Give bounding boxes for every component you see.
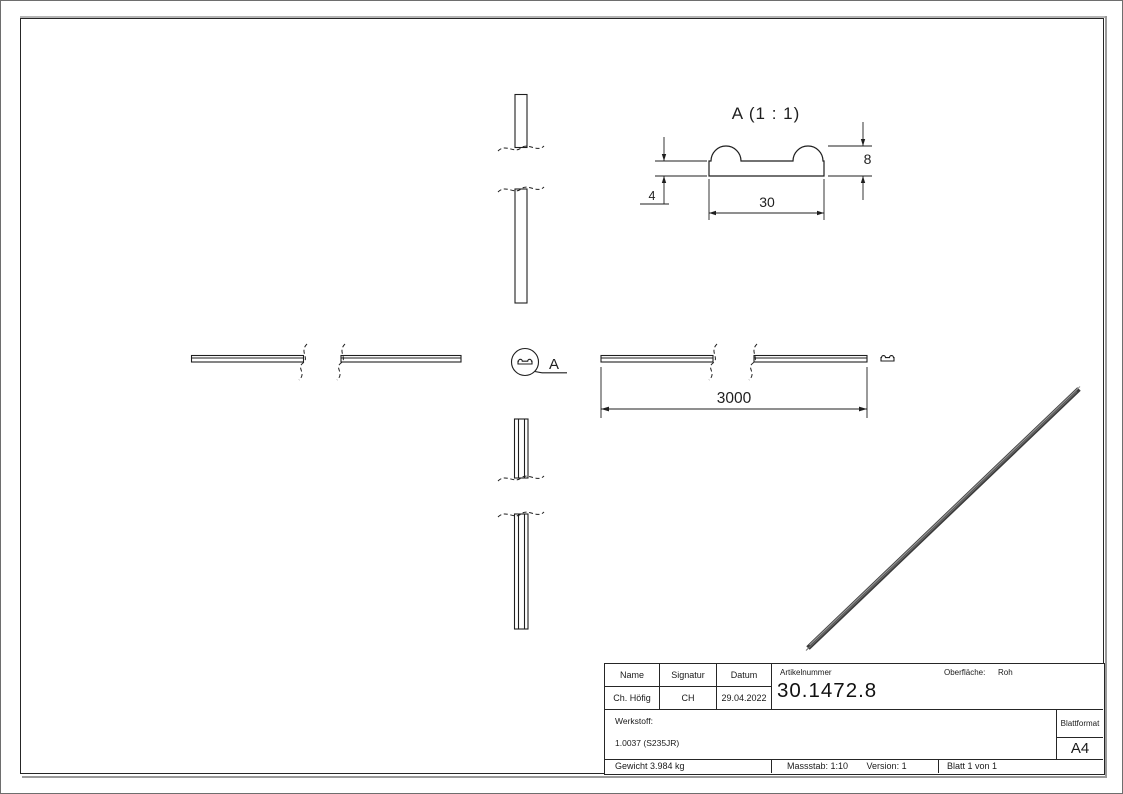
artikelnummer-cell: Artikelnummer 30.1472.8 Oberfläche: Roh bbox=[772, 664, 1103, 710]
dim-8-text: 8 bbox=[864, 151, 872, 167]
front-view-left bbox=[190, 343, 462, 381]
dim-30-text: 30 bbox=[759, 194, 775, 210]
dim-4-text: 4 bbox=[649, 189, 656, 203]
version-value: Version: 1 bbox=[866, 761, 907, 771]
blatt-cell: Blatt 1 von 1 bbox=[947, 761, 998, 771]
blattformat-label: Blattformat bbox=[1057, 710, 1103, 738]
side-view-bottom bbox=[497, 418, 545, 630]
massstab-value: Massstab: 1:10 bbox=[787, 761, 849, 771]
detail-view bbox=[640, 122, 872, 220]
frame-shadow-bottom bbox=[22, 776, 1107, 778]
end-profile-glyph bbox=[880, 355, 895, 362]
front-view-right bbox=[600, 343, 895, 418]
gewicht-cell: Gewicht 3.984 kg bbox=[605, 760, 772, 773]
detail-title: A (1 : 1) bbox=[732, 104, 801, 123]
artikelnummer-label: Artikelnummer bbox=[780, 668, 832, 677]
break-line bbox=[497, 475, 545, 482]
break-line bbox=[497, 186, 545, 193]
header-name: Name bbox=[605, 664, 660, 687]
break-line bbox=[497, 511, 545, 518]
drawing-frame bbox=[20, 18, 1104, 774]
title-block: Name Signatur Datum Ch. Höfig CH 29.04.2… bbox=[604, 663, 1105, 775]
blattformat-value: A4 bbox=[1057, 738, 1103, 760]
dim-3000-text: 3000 bbox=[717, 390, 752, 407]
value-datum: 29.04.2022 bbox=[717, 687, 772, 710]
value-signatur: CH bbox=[660, 687, 717, 710]
massstab-cell: Massstab: 1:10 Version: 1 bbox=[772, 760, 939, 773]
dim-4 bbox=[640, 137, 707, 205]
frame-shadow-top bbox=[20, 16, 1106, 18]
artikelnummer-value: 30.1472.8 bbox=[777, 679, 878, 702]
oberflaeche-label: Oberfläche: bbox=[944, 668, 986, 677]
header-signatur: Signatur bbox=[660, 664, 717, 687]
dim-8 bbox=[828, 122, 872, 200]
detail-callout bbox=[510, 347, 567, 377]
werkstoff-value: 1.0037 (S235JR) bbox=[615, 738, 680, 748]
detail-callout-label: A bbox=[549, 356, 559, 373]
oberflaeche-value: Roh bbox=[998, 668, 1013, 677]
header-datum: Datum bbox=[717, 664, 772, 687]
frame-shadow-right bbox=[1105, 16, 1107, 777]
callout-profile-glyph bbox=[517, 358, 533, 365]
dim-30 bbox=[708, 179, 825, 220]
side-view-top bbox=[497, 93, 545, 304]
detail-profile-outline bbox=[708, 145, 825, 177]
break-line bbox=[748, 343, 758, 381]
break-line bbox=[336, 343, 346, 381]
werkstoff-cell: Werkstoff: 1.0037 (S235JR) bbox=[605, 710, 1057, 760]
werkstoff-label: Werkstoff: bbox=[615, 716, 653, 726]
break-line bbox=[497, 145, 545, 152]
break-line bbox=[298, 343, 308, 381]
dim-3000 bbox=[600, 367, 868, 418]
isometric-view bbox=[805, 386, 1081, 651]
value-name: Ch. Höfig bbox=[605, 687, 660, 710]
break-line bbox=[708, 343, 718, 381]
